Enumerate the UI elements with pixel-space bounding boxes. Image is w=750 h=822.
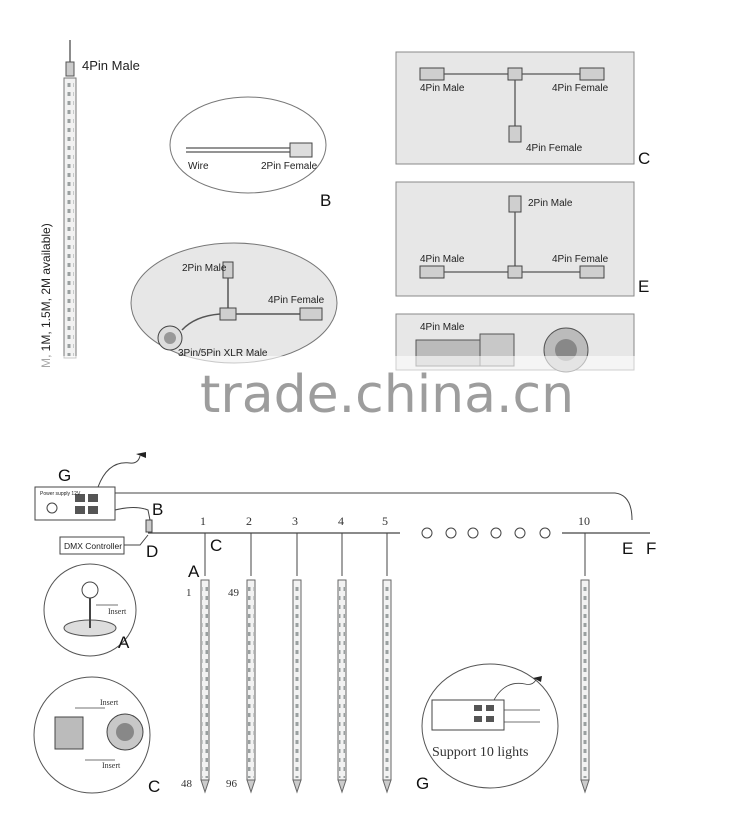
tube-number-1: 1 [200,514,206,528]
panel-d-bottom-label: 3Pin/5Pin XLR Male [178,348,268,359]
led-index-first-bottom: 48 [181,778,193,790]
meteor-tube-3 [292,533,302,794]
detail-c-circle [33,676,151,794]
panel-e-top-label: 2Pin Male [528,198,573,209]
ellipsis-circles [421,527,551,539]
long-tube [63,40,77,359]
meteor-tube-10 [580,533,590,794]
power-supply-box [34,486,116,521]
wire-2pin-cable [186,142,313,158]
panel-e-right-label: 4Pin Female [552,254,609,265]
panel-e-letter: E [638,277,649,296]
label-d: D [146,542,158,561]
power-to-e-cable [115,492,633,521]
label-c: C [210,536,222,555]
led-index-second-bottom: 96 [226,778,238,790]
detail-c-letter: C [148,777,160,796]
t-splitter-c [419,67,605,143]
meteor-tube-2 [246,533,256,794]
label-f: F [646,539,656,558]
tube-number-10: 10 [578,514,590,528]
dmx-controller-label: DMX Controller [64,541,122,551]
t-splitter-e [419,195,605,279]
led-index-second-top: 49 [228,587,240,599]
meteor-tube-4 [337,533,347,794]
led-index-first-top: 1 [186,587,192,599]
power-plug-cable [97,455,141,488]
detail-a-insert: Insert [108,607,127,616]
dmx-cable [124,534,149,546]
power-box-text: Power supply 12V [40,491,81,497]
tube-number-4: 4 [338,514,344,528]
panel-b-wire-label: Wire [188,161,209,172]
label-a: A [188,562,200,581]
detail-a-letter: A [118,633,130,652]
watermark-band [0,356,750,384]
panel-f-label: 4Pin Male [420,322,465,333]
panel-d-right-label: 4Pin Female [268,295,325,306]
meteor-tube-1 [200,533,210,794]
tube-number-5: 5 [382,514,388,528]
watermark-text: trade.china.cn [200,365,574,425]
panel-c-letter: C [638,149,650,168]
power-plug-icon [136,452,146,458]
panel-c-left-label: 4Pin Male [420,83,465,94]
detail-c-insert-bottom: Insert [102,761,121,770]
panel-c-bottom-label: 4Pin Female [526,143,583,154]
xlr-tee-cable [157,261,323,351]
label-b: B [152,500,163,519]
detail-c-insert-top: Insert [100,698,119,707]
tube-number-3: 3 [292,514,298,528]
connector-b [145,519,153,533]
detail-a-circle [43,563,137,657]
detail-g-support-text: Support 10 lights [432,745,528,760]
power-to-b-cable [114,507,151,521]
meteor-tube-5 [382,533,392,794]
panel-c-right-label: 4Pin Female [552,83,609,94]
power-box-letter: G [58,466,71,485]
panel-b-oval [169,96,327,194]
tube-number-2: 2 [246,514,252,528]
tube-length-label: M, 1M, 1.5M, 2M available) [39,223,53,368]
panel-b-letter: B [320,191,331,210]
detail-g-letter: G [416,774,429,793]
panel-e-left-label: 4Pin Male [420,254,465,265]
label-e: E [622,539,633,558]
panel-d-top-label: 2Pin Male [182,263,227,274]
detail-g-circle [421,663,559,789]
panel-b-connector-label: 2Pin Female [261,161,318,172]
tube-top-label: 4Pin Male [82,58,140,73]
